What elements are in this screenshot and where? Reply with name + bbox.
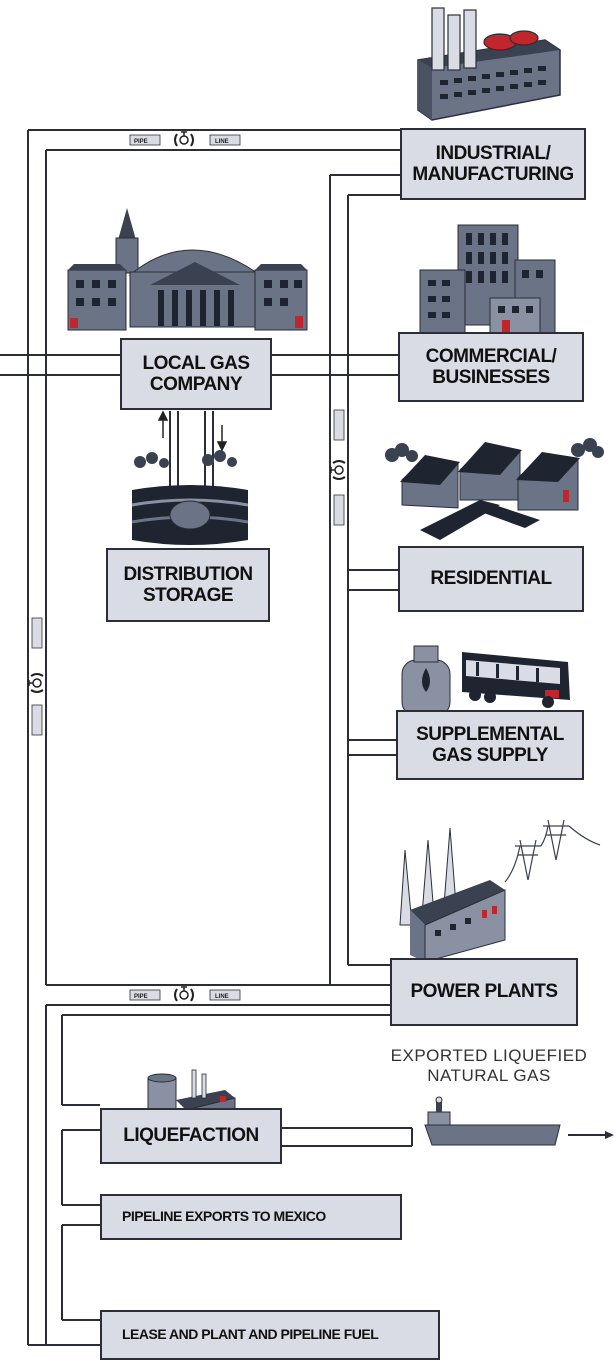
houses-icon [385, 438, 604, 540]
pipe-label-right-vertical [330, 409, 346, 526]
supplemental-box: SUPPLEMENTAL GAS SUPPLY [396, 710, 584, 780]
pipe-label-bottom: PIPE LINE [129, 986, 241, 1002]
liquefaction-label: LIQUEFACTION [123, 1125, 259, 1147]
pipe-label-left-vertical [28, 617, 44, 736]
commercial-box: COMMERCIAL/ BUSINESSES [398, 332, 584, 402]
pipe-label-top: PIPE LINE [129, 131, 241, 147]
storage-arrows [157, 410, 228, 452]
office-buildings-icon [419, 224, 556, 339]
city-hall-icon [67, 208, 308, 331]
local-gas-label: LOCAL GAS COMPANY [142, 352, 250, 395]
lng-ship-icon [424, 1096, 614, 1146]
local-gas-box: LOCAL GAS COMPANY [120, 338, 272, 410]
industrial-label: INDUSTRIAL/ MANUFACTURING [412, 142, 574, 185]
commercial-label: COMMERCIAL/ BUSINESSES [425, 345, 557, 388]
power-plant-icon [399, 827, 506, 963]
power-plants-label: POWER PLANTS [410, 981, 558, 1003]
distribution-storage-label: DISTRIBUTION STORAGE [123, 563, 253, 606]
pipe-text: PIPE [134, 994, 148, 1000]
tanker-truck-icon [462, 652, 570, 708]
residential-label: RESIDENTIAL [430, 568, 552, 590]
storage-reservoir-icon [131, 450, 249, 545]
lease-fuel-label: LEASE AND PLANT AND PIPELINE FUEL [122, 1326, 379, 1343]
pipelines [0, 129, 413, 1346]
residential-box: RESIDENTIAL [398, 546, 584, 612]
power-plants-box: POWER PLANTS [390, 958, 578, 1026]
pipeline-exports-label: PIPELINE EXPORTS TO MEXICO [122, 1208, 326, 1225]
exported-lng-note: EXPORTED LIQUEFIED NATURAL GAS [390, 1046, 588, 1086]
lease-fuel-box: LEASE AND PLANT AND PIPELINE FUEL [100, 1310, 440, 1360]
liquefaction-box: LIQUEFACTION [100, 1108, 282, 1164]
valve-icon [28, 673, 44, 693]
propane-tank-icon [401, 645, 451, 717]
pipeline-exports-box: PIPELINE EXPORTS TO MEXICO [100, 1194, 402, 1240]
supplemental-label: SUPPLEMENTAL GAS SUPPLY [416, 723, 564, 766]
valve-icon [174, 986, 194, 1002]
transmission-tower-icon [504, 819, 601, 883]
line-text: LINE [215, 994, 229, 1000]
industrial-box: INDUSTRIAL/ MANUFACTURING [400, 128, 586, 200]
distribution-storage-box: DISTRIBUTION STORAGE [106, 548, 270, 622]
factory-icon [417, 7, 561, 121]
valve-icon [174, 131, 194, 147]
line-text: LINE [215, 139, 229, 145]
pipe-text: PIPE [134, 139, 148, 145]
valve-icon [330, 460, 346, 480]
